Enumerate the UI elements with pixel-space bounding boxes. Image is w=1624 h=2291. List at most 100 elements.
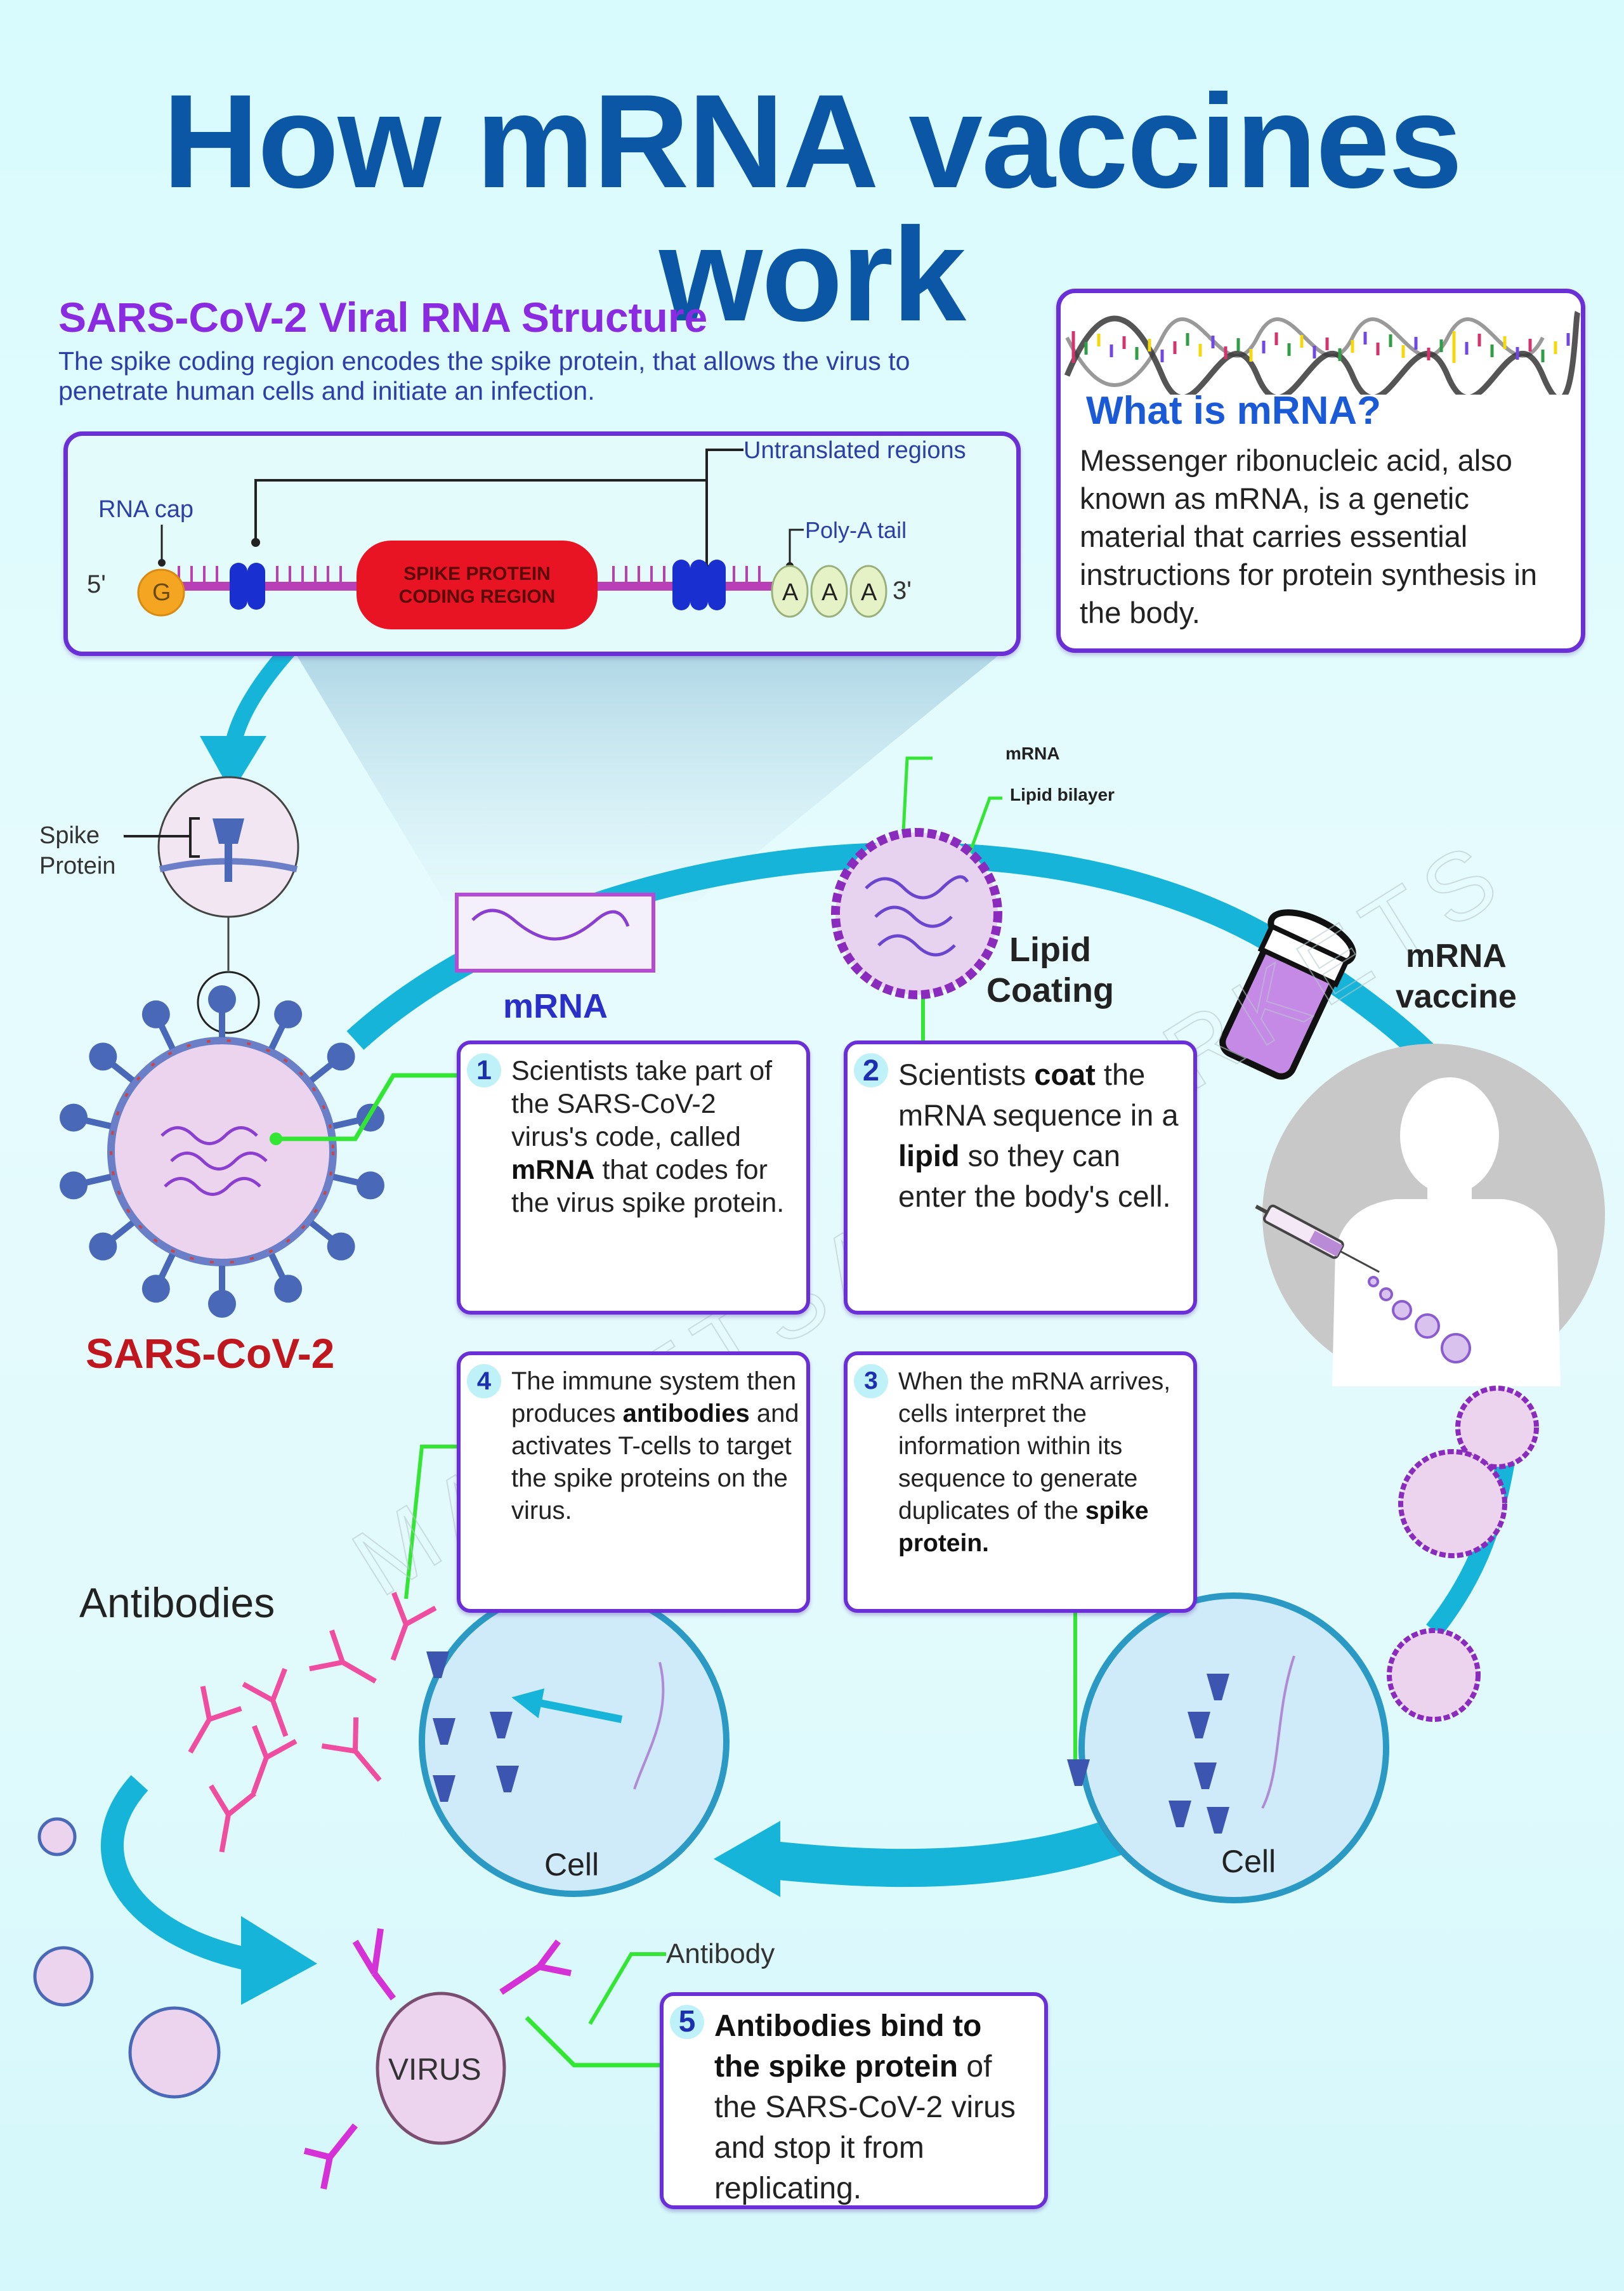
what-is-mrna-box: What is mRNA? Messenger ribonucleic acid… — [1056, 289, 1585, 653]
neutralized-virus-icon — [376, 1992, 506, 2145]
cycle-arrow-bottom — [759, 1809, 1149, 1887]
step-text-bold: spike protein. — [898, 1497, 1149, 1557]
coding-region-label: SPIKE PROTEIN CODING REGION — [357, 563, 598, 608]
double-helix-icon — [1064, 311, 1581, 395]
particles-icon — [1368, 1276, 1471, 1363]
step-text-bold: antibodies — [622, 1400, 750, 1428]
step-2-box: 2 Scientists coat the mRNA sequence in a… — [844, 1040, 1197, 1315]
spike-glycoprotein — [268, 1000, 303, 1050]
step-number-badge: 3 — [854, 1364, 888, 1398]
rna-structure-heading: SARS-CoV-2 Viral RNA Structure — [58, 294, 708, 341]
lipid-particle-chain — [1387, 1386, 1539, 1722]
lipid-coating-line2: Coating — [986, 971, 1114, 1009]
step-text-segment: The immune system then produces — [511, 1367, 797, 1428]
spike-glycoprotein — [141, 1000, 176, 1050]
step-text-bold: lipid — [898, 1139, 960, 1172]
lipid-nanoparticle-icon — [831, 828, 1002, 999]
step-1-text: Scientists take part of the SARS-CoV-2 v… — [511, 1054, 797, 1219]
spike-glycoprotein — [268, 1253, 303, 1303]
mrna-label: mRNA — [503, 987, 608, 1025]
cell-spike-proteins — [426, 1651, 1229, 1834]
spike-protein-copy — [1207, 1674, 1229, 1700]
spike-protein-label: Spike Protein — [39, 820, 115, 881]
spike-glycoprotein — [309, 1042, 355, 1083]
spike-glycoprotein — [208, 1266, 236, 1318]
antibody-icon — [188, 1686, 242, 1754]
three-prime-label: 3' — [893, 577, 912, 605]
vaccine-vial-icon — [1219, 909, 1356, 1080]
small-virus-icons — [33, 1817, 221, 2099]
what-is-mrna-heading: What is mRNA? — [1086, 389, 1381, 433]
lipid-coating-label: Lipid Coating — [986, 929, 1114, 1011]
spike-glycoprotein — [309, 1220, 355, 1261]
spike-glycoprotein — [332, 1171, 384, 1200]
step-text-bold: Antibodies bind to the spike protein — [714, 2009, 982, 2084]
antibody-icon — [251, 1724, 298, 1794]
person-silhouette-icon — [1332, 1077, 1561, 1386]
mrna-vaccine-label: mRNA vaccine — [1396, 936, 1517, 1017]
spike-protein-copy — [1067, 1759, 1090, 1786]
spike-coding-region — [357, 541, 598, 629]
rna-structure-description: The spike coding region encodes the spik… — [58, 346, 910, 405]
step-text-segment: the mRNA sequence in a — [898, 1058, 1179, 1132]
step-text-segment: Scientists — [898, 1058, 1035, 1091]
antibody-label: Antibody — [666, 1938, 775, 1969]
step-number-badge: 5 — [670, 2005, 704, 2039]
step-text-segment: of the SARS-CoV-2 virus and stop it from… — [714, 2050, 1016, 2205]
step-text-segment: and activates T-cells to target the spik… — [511, 1400, 799, 1525]
mrna-image-box — [455, 893, 655, 973]
spike-protein-copy — [1207, 1807, 1229, 1834]
spike-glycoprotein — [89, 1042, 135, 1083]
step-1-box: 1 Scientists take part of the SARS-CoV-2… — [457, 1040, 810, 1315]
mrna-vaccine-line2: vaccine — [1396, 978, 1517, 1015]
untranslated-regions-label: Untranslated regions — [743, 437, 966, 464]
arrowhead-bottom — [714, 1821, 780, 1897]
cell-left-arrow — [511, 1688, 623, 1723]
lipid-coating-line1: Lipid — [1009, 931, 1091, 969]
antibody-icon — [242, 1667, 289, 1737]
step-text-bold: mRNA — [511, 1155, 595, 1185]
antibodies-group — [188, 1591, 437, 1853]
spike-protein-copy — [1169, 1801, 1191, 1827]
poly-a-nucleotide: A — [822, 579, 838, 606]
step-text-segment: that codes for the virus spike protein. — [511, 1155, 785, 1218]
sars-cov-2-virus-icon — [107, 1037, 337, 1266]
poly-a-nucleotide: A — [861, 579, 877, 606]
connector-step5 — [525, 2016, 660, 2068]
rna-cap-label: RNA cap — [98, 496, 193, 523]
arrow-to-virus — [101, 1775, 256, 1972]
spike-label-line1: Spike — [39, 822, 100, 849]
spike-protein-copy — [426, 1651, 449, 1678]
step-text-segment: so they can enter the body's cell. — [898, 1139, 1171, 1213]
poly-a-tail — [771, 565, 887, 618]
coding-region-line1: SPIKE PROTEIN — [403, 563, 551, 584]
cap-nucleotide-text: G — [152, 579, 171, 606]
syringe-icon — [1255, 1204, 1380, 1273]
what-is-mrna-text: Messenger ribonucleic acid, also known a… — [1080, 443, 1537, 629]
step-5-box: 5 Antibodies bind to the spike protein o… — [660, 1992, 1048, 2209]
antibody-icon — [209, 1784, 256, 1853]
cell-right-label: Cell — [1221, 1844, 1276, 1879]
spike-protein-copy — [1194, 1763, 1217, 1789]
rna-structure-box: RNA cap Untranslated regions Poly-A tail… — [63, 431, 1021, 656]
spike-label-line2: Protein — [39, 853, 116, 879]
spike-protein-copy — [496, 1766, 519, 1792]
antibody-icon — [321, 1717, 382, 1782]
spike-glycoprotein — [60, 1103, 112, 1132]
step-text-bold: coat — [1034, 1058, 1096, 1091]
five-prime-label: 5' — [87, 570, 106, 598]
page-title: How mRNA vaccines work — [162, 67, 1462, 349]
virus-rna-icon — [160, 1126, 268, 1196]
spike-glycoprotein — [208, 985, 236, 1037]
connector-antibody — [588, 1952, 666, 2025]
spike-protein-copy — [433, 1718, 455, 1745]
virus-spikes — [60, 985, 384, 1318]
spike-glycoprotein — [332, 1103, 384, 1132]
arrowhead-spike — [200, 736, 266, 793]
step-3-text: When the mRNA arrives, cells interpret t… — [898, 1365, 1187, 1559]
poly-a-tail-label: Poly-A tail — [805, 517, 907, 543]
spike-protein-icon — [213, 818, 244, 882]
mrna-vaccine-line1: mRNA — [1405, 938, 1507, 975]
cell-right-icon — [1078, 1592, 1389, 1903]
poly-a-nucleotide: A — [782, 579, 799, 606]
